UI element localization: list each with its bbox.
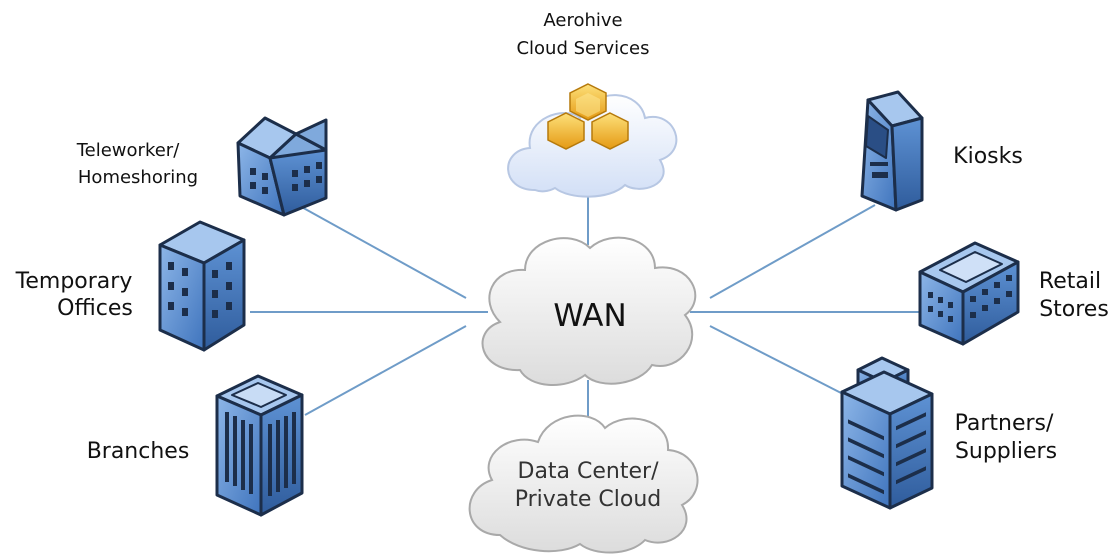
connection-lines bbox=[250, 190, 920, 420]
aerohive-label-line1: Aerohive bbox=[543, 10, 622, 31]
wan-label: WAN bbox=[553, 298, 626, 334]
honeycomb-icon bbox=[547, 83, 629, 150]
data-center-label-line1: Data Center/ bbox=[518, 459, 660, 484]
wan-cloud-shape bbox=[481, 236, 697, 387]
data-center-cloud-shape bbox=[468, 414, 699, 554]
office-building-icon bbox=[215, 374, 304, 517]
store-windows bbox=[928, 275, 1012, 322]
temporary-offices-node: Temporary Offices bbox=[15, 220, 246, 352]
aerohive-cloud-node: Aerohive Cloud Services bbox=[507, 10, 678, 198]
office-building-windows bbox=[225, 412, 296, 496]
temporary-offices-label-line1: Temporary bbox=[15, 269, 133, 294]
link-partners bbox=[709, 325, 846, 396]
aerohive-label-line2: Cloud Services bbox=[516, 38, 649, 59]
house-windows bbox=[250, 162, 322, 194]
kiosks-label: Kiosks bbox=[953, 144, 1023, 169]
branches-node: Branches bbox=[87, 374, 304, 517]
teleworker-label-line1: Teleworker/ bbox=[76, 140, 180, 161]
kiosks-node: Kiosks bbox=[860, 90, 1023, 212]
data-center-label-line2: Private Cloud bbox=[515, 487, 662, 512]
store-building-icon bbox=[918, 241, 1020, 346]
wan-cloud-node: WAN bbox=[481, 236, 697, 387]
tall-building-icon bbox=[158, 220, 246, 352]
partners-label-line2: Suppliers bbox=[955, 439, 1057, 464]
tower-building-icon bbox=[840, 356, 934, 510]
temporary-offices-label-line2: Offices bbox=[57, 296, 133, 321]
teleworker-label-line2: Homeshoring bbox=[78, 167, 198, 188]
partners-suppliers-node: Partners/ Suppliers bbox=[840, 356, 1057, 510]
teleworker-node: Teleworker/ Homeshoring bbox=[76, 116, 328, 217]
retail-label-line1: Retail bbox=[1039, 269, 1101, 294]
tall-building-windows bbox=[168, 262, 232, 318]
branches-label: Branches bbox=[87, 439, 190, 464]
retail-label-line2: Stores bbox=[1039, 297, 1109, 322]
link-branches bbox=[304, 325, 467, 416]
data-center-cloud-node: Data Center/ Private Cloud bbox=[468, 414, 699, 554]
kiosk-icon bbox=[860, 90, 924, 212]
tower-windows bbox=[848, 412, 926, 495]
link-kiosks bbox=[709, 204, 876, 299]
partners-label-line1: Partners/ bbox=[955, 411, 1054, 436]
link-teleworker bbox=[297, 204, 467, 299]
retail-stores-node: Retail Stores bbox=[918, 241, 1109, 346]
kiosk-details bbox=[870, 162, 888, 178]
house-icon bbox=[236, 116, 328, 217]
